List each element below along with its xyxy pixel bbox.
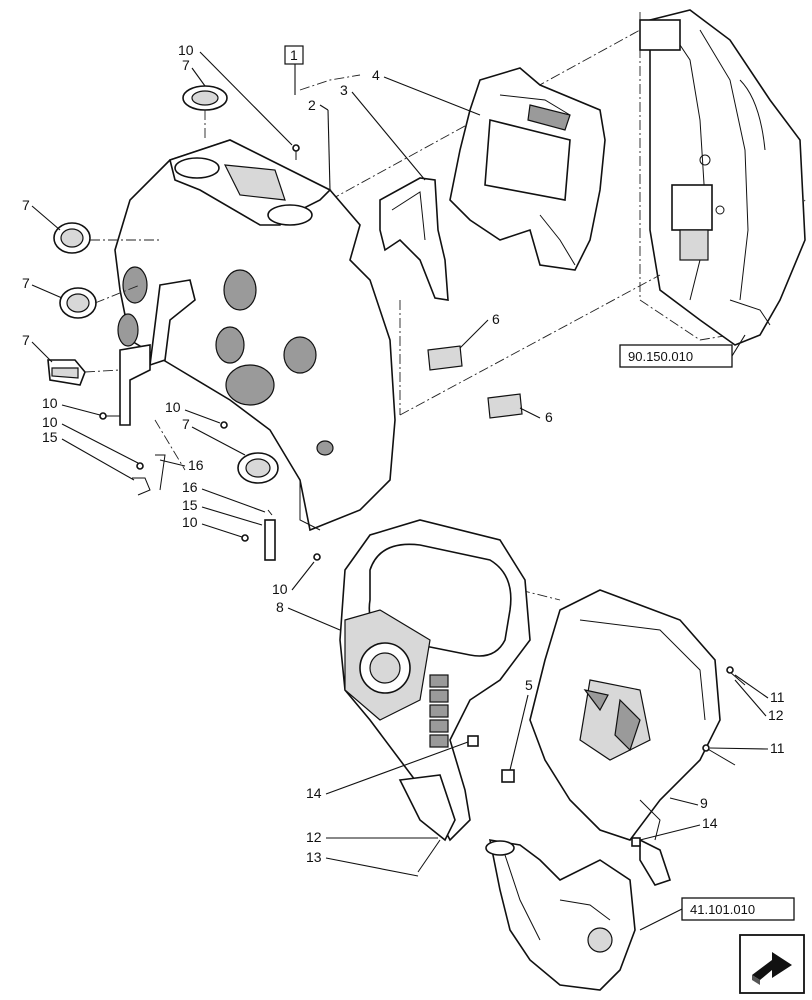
- callout-4: 4: [372, 67, 380, 83]
- switch-bank: [429, 674, 449, 748]
- callout-15: 15: [42, 429, 58, 445]
- callouts: 1 2 3 4 5 6 6 7 7 7 7 7 8 9 10 10 10 1: [22, 42, 785, 877]
- plug-icon: [182, 85, 228, 111]
- callout-10: 10: [165, 399, 181, 415]
- labels-part-6: [427, 345, 523, 419]
- callout-10: 10: [182, 514, 198, 530]
- callout-9: 9: [700, 795, 708, 811]
- reference-label: 41.101.010: [690, 902, 755, 917]
- plugs-part-7: [47, 85, 279, 484]
- console-panel-part-2: [114, 139, 396, 532]
- callout-2: 2: [308, 97, 316, 113]
- callout-15: 15: [182, 497, 198, 513]
- callout-5: 5: [525, 677, 533, 693]
- callout-11: 11: [770, 740, 785, 756]
- bracket-part-3: [379, 177, 449, 301]
- reference-box-90-150-010[interactable]: 90.150.010: [619, 334, 746, 368]
- callout-10: 10: [178, 42, 194, 58]
- callout-10: 10: [272, 581, 288, 597]
- cab-pillar-drawing: [639, 9, 806, 346]
- plug-icon: [53, 222, 91, 254]
- callout-13: 13: [306, 849, 322, 865]
- callout-14: 14: [306, 785, 322, 801]
- callout-12: 12: [768, 707, 784, 723]
- callout-16: 16: [188, 457, 204, 473]
- callout-7: 7: [22, 197, 30, 213]
- callout-12: 12: [306, 829, 322, 845]
- rear-cover-part-9: [501, 589, 721, 841]
- callout-6: 6: [545, 409, 553, 425]
- callout-10: 10: [42, 414, 58, 430]
- callout-7: 7: [22, 332, 30, 348]
- screw-icon: [220, 421, 228, 429]
- plug-icon: [237, 452, 279, 484]
- hardware: [99, 144, 321, 561]
- next-page-arrow-icon[interactable]: [739, 934, 805, 994]
- reference-box-41-101-010[interactable]: 41.101.010: [639, 897, 795, 931]
- plug-icon: [59, 287, 97, 319]
- reference-label: 90.150.010: [628, 349, 693, 364]
- callout-14: 14: [702, 815, 718, 831]
- screw-icon: [313, 553, 321, 561]
- screw-icon: [136, 462, 144, 470]
- callout-3: 3: [340, 82, 348, 98]
- callout-16: 16: [182, 479, 198, 495]
- right-fasteners: [417, 666, 746, 873]
- callout-7: 7: [22, 275, 30, 291]
- screw-icon: [241, 534, 249, 542]
- callout-6: 6: [492, 311, 500, 327]
- callout-10: 10: [42, 395, 58, 411]
- callout-8: 8: [276, 599, 284, 615]
- dash-frame-part-4: [449, 67, 606, 271]
- callout-7: 7: [182, 57, 190, 73]
- screw-icon: [292, 144, 300, 160]
- screw-icon: [99, 412, 120, 420]
- steering-column-drawing: [485, 838, 672, 991]
- callout-1: 1: [290, 47, 298, 63]
- plug-icon: [47, 359, 86, 386]
- callout-7: 7: [182, 416, 190, 432]
- callout-11: 11: [770, 689, 785, 705]
- instrument-housing-part-8: [339, 519, 531, 842]
